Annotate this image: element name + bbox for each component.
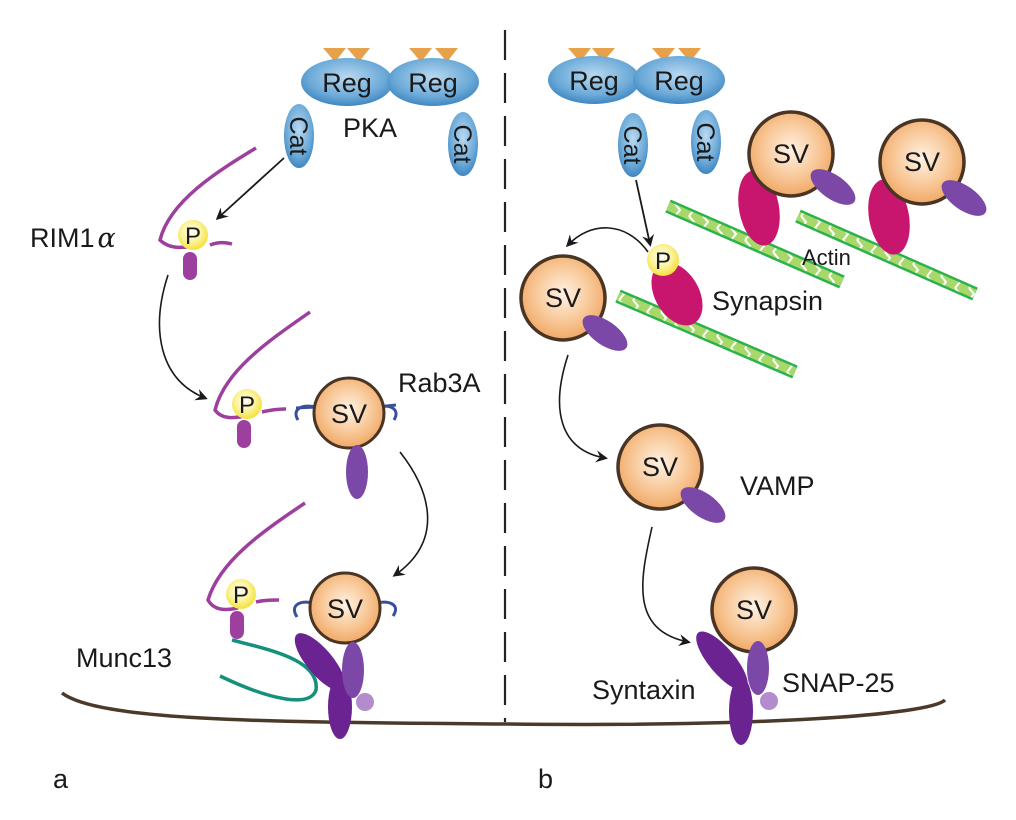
snap25-protein — [356, 693, 374, 711]
actin-filament — [796, 211, 977, 299]
snap25-label: SNAP-25 — [782, 668, 895, 698]
sv-label: SV — [773, 139, 809, 169]
phosphate-label: P — [655, 248, 671, 275]
tethered-vesicle: SV — [868, 118, 987, 255]
camp-ligand-icon — [568, 48, 591, 62]
pka-regulatory-subunit — [301, 58, 393, 106]
vamp-vesicle: SV VAMP — [616, 423, 815, 523]
synapsin-label: Synapsin — [712, 286, 823, 316]
docked-vesicle: SV Syntaxin SNAP-25 — [592, 566, 895, 745]
phosphate-badge — [232, 389, 262, 419]
pka-regulatory-subunit — [633, 56, 725, 104]
camp-ligand-icon — [592, 48, 615, 62]
sv-label: SV — [736, 595, 772, 625]
plasma-membrane — [60, 691, 947, 727]
rim1alpha-stage-2: P SV Rab3A — [213, 310, 481, 499]
phosphate-label: P — [239, 392, 255, 419]
vamp-protein — [582, 315, 628, 351]
panel-label-b: b — [538, 764, 553, 794]
syntaxin-protein — [294, 633, 346, 691]
actin-filaments: Actin — [615, 199, 978, 379]
reg-label: Reg — [654, 66, 704, 96]
pka-catalytic-subunit — [618, 113, 648, 177]
phosphorylation-arrow — [215, 157, 285, 221]
synaptic-vesicle — [312, 376, 386, 450]
syntaxin-protein — [696, 631, 748, 691]
camp-ligand-icon — [323, 48, 346, 62]
vamp-protein — [747, 641, 769, 695]
synapsin-protein — [651, 262, 703, 326]
rab3a-label: Rab3A — [398, 368, 481, 398]
reg-label: Reg — [322, 68, 372, 98]
munc13-label: Munc13 — [76, 643, 172, 673]
reg-label: Reg — [569, 66, 619, 96]
rim-label-text: RIM1 — [30, 223, 95, 253]
sv-label: SV — [642, 452, 678, 482]
camp-ligand-icon — [652, 48, 675, 62]
phosphorylated-synapsin: P Synapsin — [647, 244, 823, 326]
reg-label: Reg — [408, 68, 458, 98]
pka-complex-b: Reg Reg Cat Cat — [548, 48, 725, 177]
camp-ligand-icon — [347, 48, 370, 62]
phosphate-badge — [647, 244, 679, 276]
vamp-protein — [810, 169, 856, 205]
synaptic-vesicle — [308, 571, 382, 645]
cat-label: Cat — [448, 125, 476, 164]
pka-label: PKA — [343, 113, 397, 143]
munc13-protein — [219, 638, 318, 702]
synaptic-vesicle — [616, 423, 704, 511]
phosphate-label: P — [185, 223, 201, 250]
cat-label: Cat — [618, 126, 646, 165]
vamp-protein — [342, 642, 364, 698]
tethered-vesicle: SV — [738, 110, 856, 246]
transition-arrow — [641, 526, 691, 647]
sv-label: SV — [327, 594, 363, 624]
release-arrow — [565, 227, 649, 253]
released-vesicle: SV — [519, 254, 628, 351]
vamp-protein — [941, 180, 987, 216]
actin-filament — [616, 291, 797, 377]
vamp-protein — [680, 487, 726, 523]
phosphate-label: P — [233, 582, 249, 609]
pka-regulatory-subunit — [387, 58, 479, 106]
camp-ligand-icon — [435, 48, 458, 62]
rim1alpha-stage-3: P Munc13 SV — [76, 501, 398, 739]
pka-complex-a: Reg Reg Cat Cat PKA — [284, 48, 479, 176]
transition-arrow — [158, 274, 208, 401]
rab3a-protein — [294, 404, 317, 421]
phosphate-badge — [226, 579, 256, 609]
snap25-protein — [760, 692, 778, 710]
sv-label: SV — [331, 399, 367, 429]
camp-ligand-icon — [678, 48, 701, 62]
pka-catalytic-subunit — [691, 110, 721, 174]
rim-label-greek: α — [98, 223, 116, 254]
panel-label-a: a — [53, 764, 69, 794]
vamp-protein — [346, 445, 368, 499]
sv-label: SV — [545, 283, 581, 313]
actin-label: Actin — [802, 245, 851, 270]
sv-label: SV — [904, 147, 940, 177]
transition-arrow — [558, 354, 608, 463]
actin-filament — [666, 201, 844, 287]
panel-b: Reg Reg Cat Cat Actin SV SV — [519, 48, 987, 794]
camp-ligand-icon — [409, 48, 432, 62]
phosphate-badge — [178, 220, 208, 250]
transition-arrow — [392, 451, 429, 577]
cat-label: Cat — [284, 117, 312, 156]
syntaxin-protein — [729, 677, 753, 745]
phosphorylation-arrow — [635, 179, 654, 247]
vamp-label: VAMP — [740, 471, 815, 501]
syntaxin-label: Syntaxin — [592, 675, 696, 705]
pka-regulatory-subunit — [548, 56, 640, 104]
cat-label: Cat — [691, 123, 719, 162]
pka-catalytic-subunit — [284, 104, 314, 168]
pka-catalytic-subunit — [448, 112, 478, 176]
